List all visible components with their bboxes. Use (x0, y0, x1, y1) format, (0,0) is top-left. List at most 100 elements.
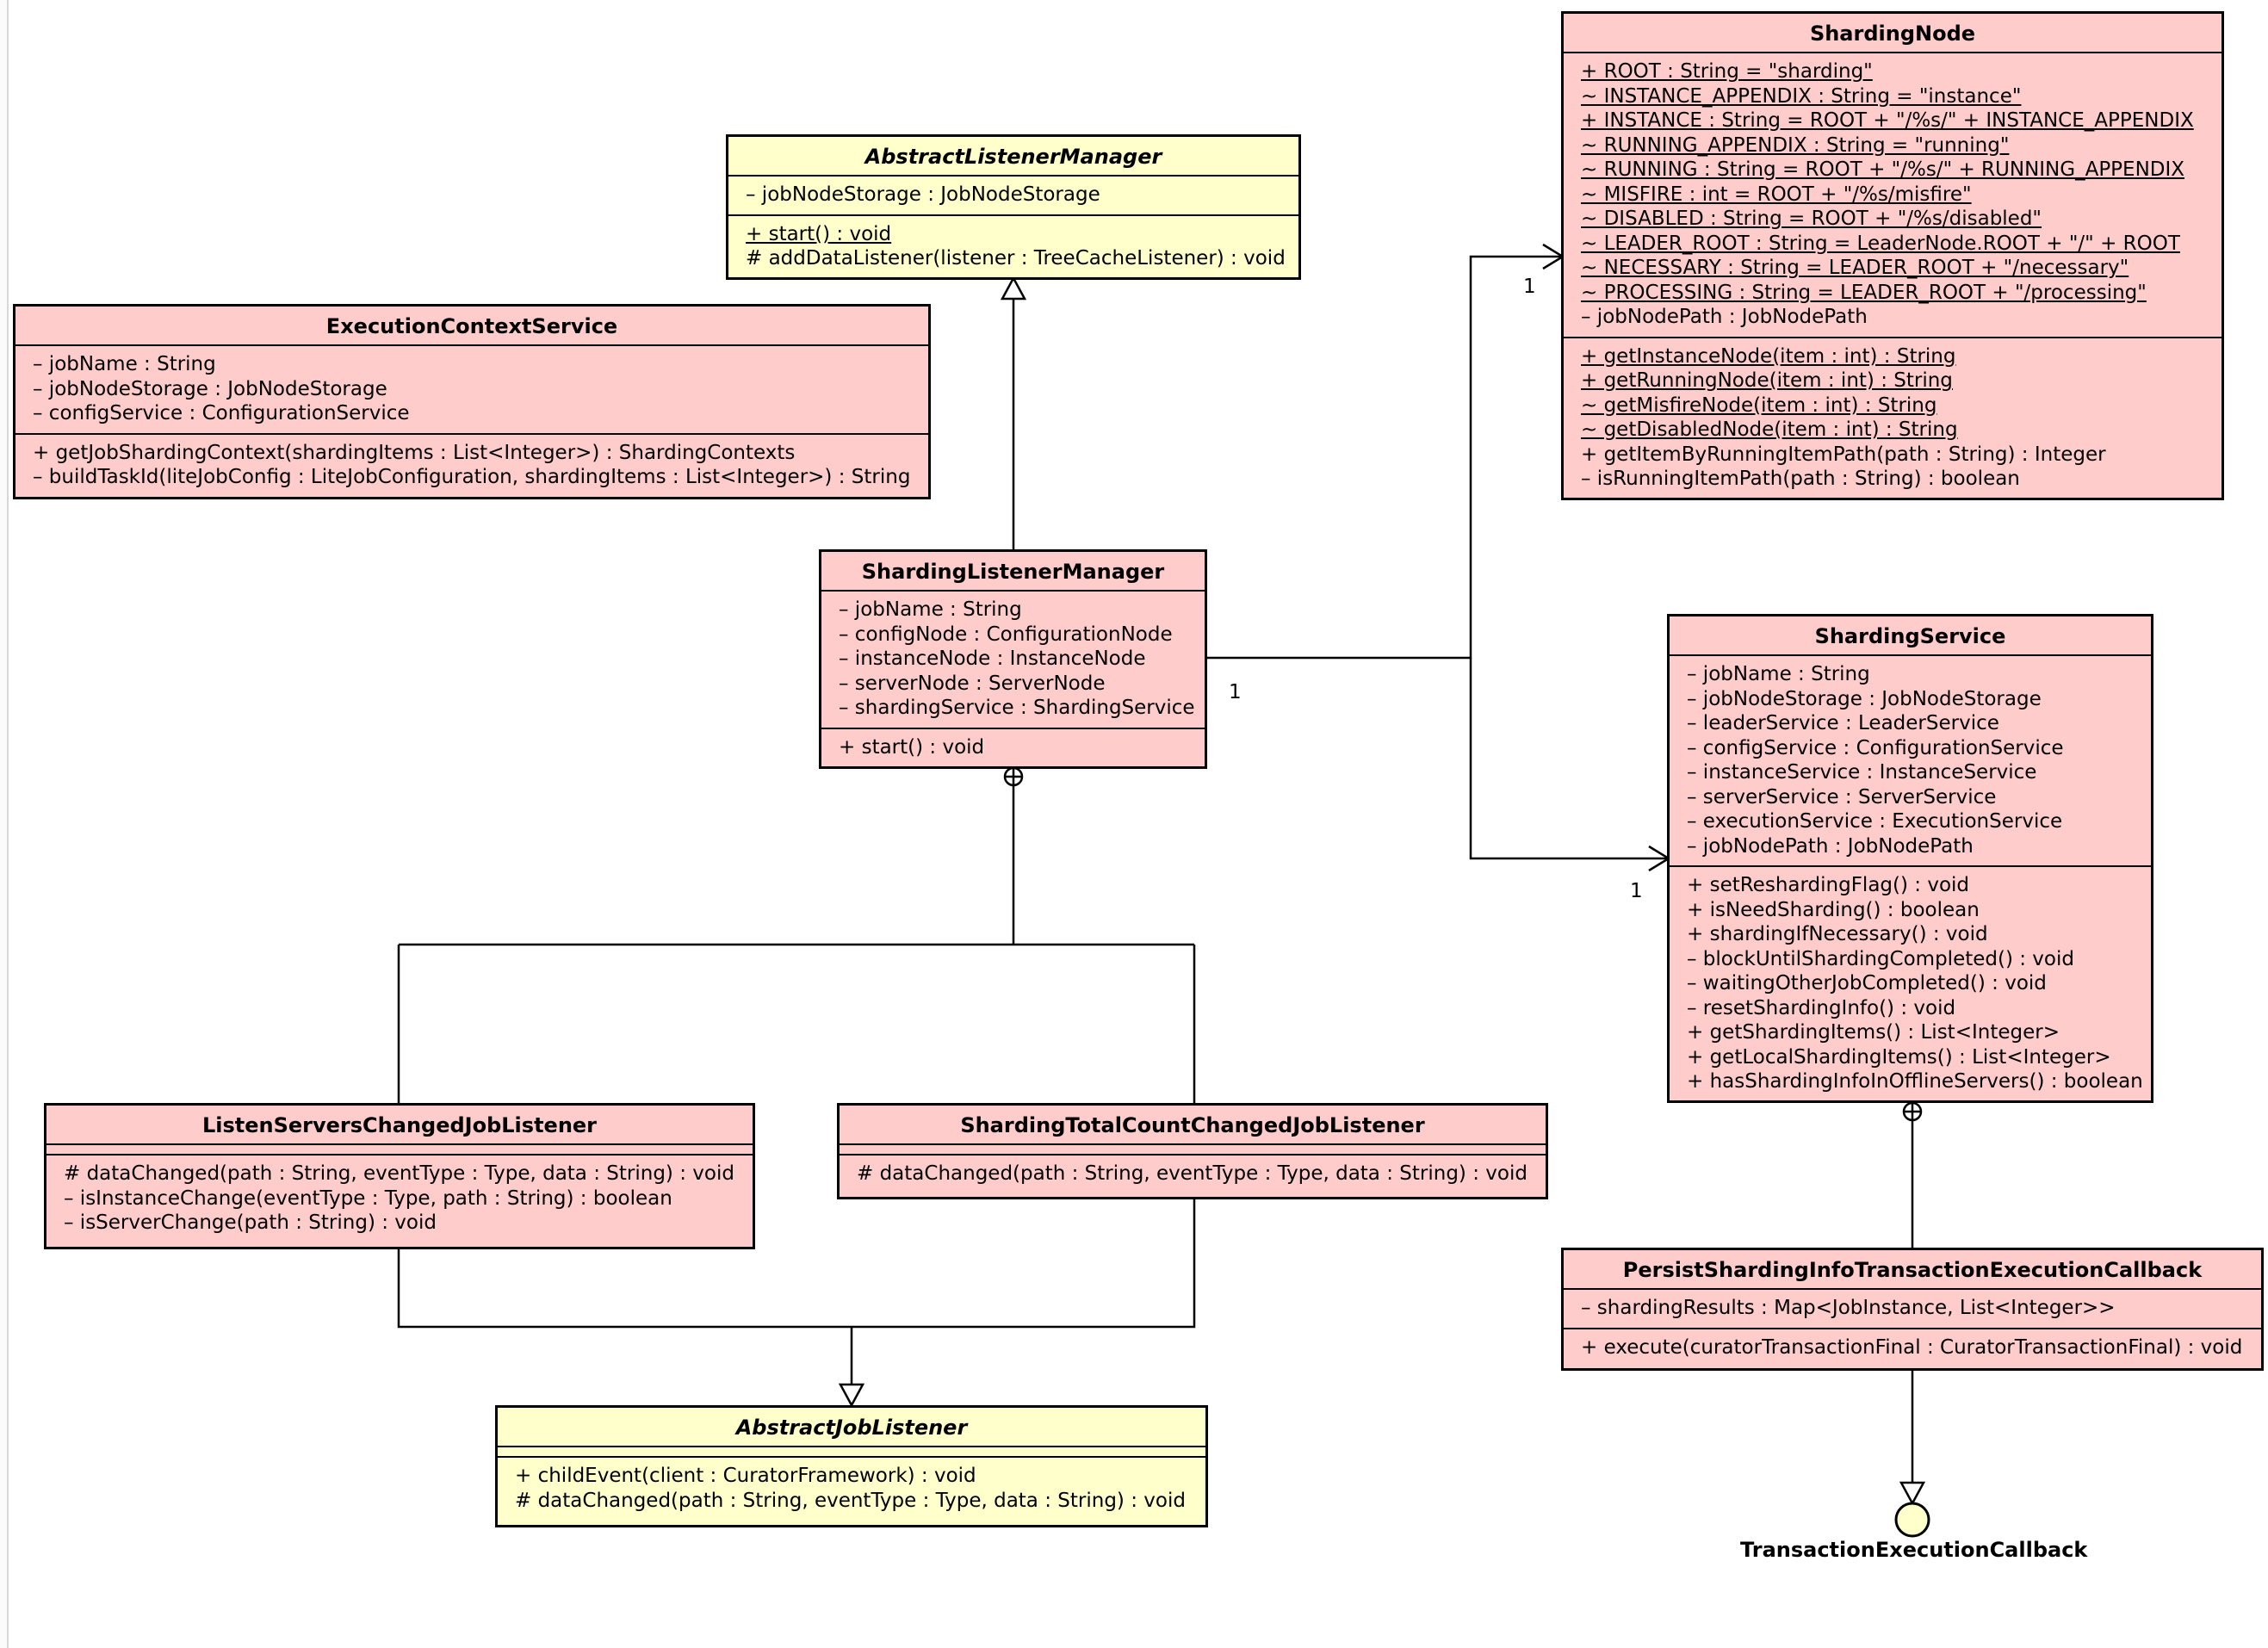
operation-row: + getJobShardingContext(shardingItems : … (33, 441, 796, 464)
operation-row: ~ getDisabledNode(item : int) : String (1581, 418, 1958, 441)
class-name: ListenServersChangedJobListener (46, 1106, 753, 1145)
operation-row: + childEvent(client : CuratorFramework) … (515, 1465, 976, 1487)
attribute-row: – executionService : ExecutionService (1687, 810, 2063, 833)
class-name: AbstractJobListener (498, 1408, 1205, 1447)
multiplicity-to-sharding-node: 1 (1523, 276, 1536, 298)
class-abstract-job-listener[interactable]: AbstractJobListener + childEvent(client … (495, 1405, 1208, 1527)
class-name: ShardingNode (1564, 14, 2222, 53)
attribute-row: – serverService : ServerService (1687, 785, 1997, 809)
operation-row: + isNeedSharding() : boolean (1687, 898, 1980, 921)
attribute-row: – instanceNode : InstanceNode (839, 647, 1146, 670)
attributes-section: – shardingResults : Map<JobInstance, Lis… (1564, 1290, 2261, 1328)
realization-arrowhead-callback (1899, 1481, 1926, 1506)
association-line-sharding-service (1469, 658, 1669, 860)
attribute-row: – configService : ConfigurationService (1687, 736, 2064, 759)
operation-row: + getLocalShardingItems() : List<Integer… (1687, 1045, 2111, 1069)
operation-row: – buildTaskId(liteJobConfig : LiteJobCon… (33, 466, 911, 488)
attribute-row: – configNode : ConfigurationNode (839, 623, 1173, 646)
attribute-row: ~ MISFIRE : int = ROOT + "/%s/misfire" (1581, 183, 1972, 206)
operation-row: + getShardingItems() : List<Integer> (1687, 1021, 2060, 1044)
operation-row: – waitingOtherJobCompleted() : void (1687, 972, 2047, 994)
operations-section: + setReshardingFlag() : void + isNeedSha… (1670, 865, 2151, 1101)
operation-row: + hasShardingInfoInOfflineServers() : bo… (1687, 1070, 2143, 1093)
class-name: ShardingListenerManager (821, 552, 1205, 592)
class-execution-context-service[interactable]: ExecutionContextService – jobName : Stri… (13, 304, 931, 499)
operation-row: – resetShardingInfo() : void (1687, 996, 1956, 1019)
attribute-row: – jobName : String (33, 353, 216, 375)
nesting-cross-sharding-service (1904, 1103, 1921, 1120)
attribute-row: – shardingService : ShardingService (839, 697, 1195, 719)
operation-row: # dataChanged(path : String, eventType :… (857, 1162, 1527, 1185)
operation-row: + execute(curatorTransactionFinal : Cura… (1581, 1335, 2243, 1359)
class-name: AbstractListenerManager (728, 137, 1298, 177)
operation-row: – isInstanceChange(eventType : Type, pat… (64, 1186, 672, 1210)
class-abstract-listener-manager[interactable]: AbstractListenerManager – jobNodeStorage… (726, 134, 1301, 280)
operation-row: + getInstanceNode(item : int) : String (1581, 344, 1956, 368)
attribute-row: – jobName : String (1687, 663, 1870, 685)
generalization-arrowhead-listener-manager (1000, 276, 1027, 300)
class-sharding-total-count-changed-job-listener[interactable]: ShardingTotalCountChangedJobListener # d… (837, 1103, 1548, 1199)
operation-row: # dataChanged(path : String, eventType :… (64, 1162, 734, 1185)
attribute-row: – configService : ConfigurationService (33, 402, 410, 424)
class-sharding-node[interactable]: ShardingNode + ROOT : String = "sharding… (1561, 11, 2224, 500)
operation-row: + start() : void (746, 222, 892, 245)
attribute-row: – jobNodeStorage : JobNodeStorage (33, 377, 387, 400)
attribute-row: – serverNode : ServerNode (839, 672, 1106, 695)
attribute-row: ~ NECESSARY : String = LEADER_ROOT + "/n… (1581, 257, 2129, 279)
attribute-row: ~ INSTANCE_APPENDIX : String = "instance… (1581, 84, 2022, 108)
operations-section: + getInstanceNode(item : int) : String +… (1564, 336, 2222, 499)
attribute-row: – jobNodePath : JobNodePath (1687, 834, 1974, 858)
attribute-row: – jobName : String (839, 598, 1022, 621)
operation-row: – blockUntilShardingCompleted() : void (1687, 947, 2074, 970)
attribute-row: ~ RUNNING : String = ROOT + "/%s/" + RUN… (1581, 158, 2185, 181)
operations-section: + childEvent(client : CuratorFramework) … (498, 1456, 1205, 1520)
attribute-row: – instanceService : InstanceService (1687, 761, 2037, 784)
attribute-row: ~ PROCESSING : String = LEADER_ROOT + "/… (1581, 281, 2147, 304)
attribute-row: – jobNodePath : JobNodePath (1581, 306, 1868, 328)
operation-row: – isServerChange(path : String) : void (64, 1211, 437, 1234)
operations-section: + start() : void # addDataListener(liste… (728, 214, 1298, 278)
attribute-row: + INSTANCE : String = ROOT + "/%s/" + IN… (1581, 109, 2194, 132)
attribute-row: ~ DISABLED : String = ROOT + "/%s/disabl… (1581, 208, 2042, 230)
generalization-arrowhead-job-listener (838, 1383, 865, 1408)
operation-row: # addDataListener(listener : TreeCacheLi… (746, 247, 1286, 270)
attribute-row: – jobNodeStorage : JobNodeStorage (1687, 687, 2042, 710)
attributes-section: – jobName : String – jobNodeStorage : Jo… (15, 346, 928, 433)
operation-row: # dataChanged(path : String, eventType :… (515, 1489, 1186, 1512)
attributes-section: + ROOT : String = "sharding" ~ INSTANCE_… (1564, 53, 2222, 337)
class-sharding-service[interactable]: ShardingService – jobName : String – job… (1667, 614, 2153, 1103)
operation-row: + shardingIfNecessary() : void (1687, 923, 1988, 945)
class-name: ShardingTotalCountChangedJobListener (840, 1106, 1546, 1145)
attributes-section (840, 1145, 1546, 1154)
attribute-row: + ROOT : String = "sharding" (1581, 60, 1873, 83)
operations-section: # dataChanged(path : String, eventType :… (840, 1154, 1546, 1193)
class-persist-sharding-info-callback[interactable]: PersistShardingInfoTransactionExecutionC… (1561, 1248, 2264, 1371)
attributes-section: – jobName : String – configNode : Config… (821, 592, 1205, 728)
window-edge (0, 0, 9, 1648)
class-name: ShardingService (1670, 616, 2151, 656)
nesting-line-listeners (397, 785, 1196, 1103)
operation-row: + getItemByRunningItemPath(path : String… (1581, 443, 2106, 466)
interface-transaction-execution-callback-label[interactable]: TransactionExecutionCallback (1740, 1538, 2088, 1562)
class-sharding-listener-manager[interactable]: ShardingListenerManager – jobName : Stri… (819, 549, 1207, 769)
attributes-section: – jobNodeStorage : JobNodeStorage (728, 177, 1298, 214)
attribute-row: – leaderService : LeaderService (1687, 712, 1999, 734)
generalization-line-job-listener (397, 1199, 1196, 1385)
interface-lollipop-circle (1894, 1502, 1930, 1538)
nesting-cross-listener-manager (1005, 768, 1022, 785)
attribute-row: ~ LEADER_ROOT : String = LeaderNode.ROOT… (1581, 232, 2180, 255)
class-listen-servers-changed-job-listener[interactable]: ListenServersChangedJobListener # dataCh… (44, 1103, 755, 1249)
attribute-row: – shardingResults : Map<JobInstance, Lis… (1581, 1297, 2116, 1319)
operation-row: – isRunningItemPath(path : String) : boo… (1581, 468, 2020, 490)
operations-section: + getJobShardingContext(shardingItems : … (15, 432, 928, 497)
operations-section: + start() : void (821, 727, 1205, 767)
operation-row: + getRunningNode(item : int) : String (1581, 369, 1953, 392)
association-line-sharding-node (1207, 255, 1563, 660)
operation-row: + setReshardingFlag() : void (1687, 874, 1970, 896)
operation-row: ~ getMisfireNode(item : int) : String (1581, 393, 1937, 417)
multiplicity-from-sharding-listener-manager: 1 (1229, 681, 1242, 703)
attributes-section (498, 1447, 1205, 1456)
attributes-section (46, 1145, 753, 1154)
class-name: ExecutionContextService (15, 307, 928, 346)
attributes-section: – jobName : String – jobNodeStorage : Jo… (1670, 656, 2151, 865)
